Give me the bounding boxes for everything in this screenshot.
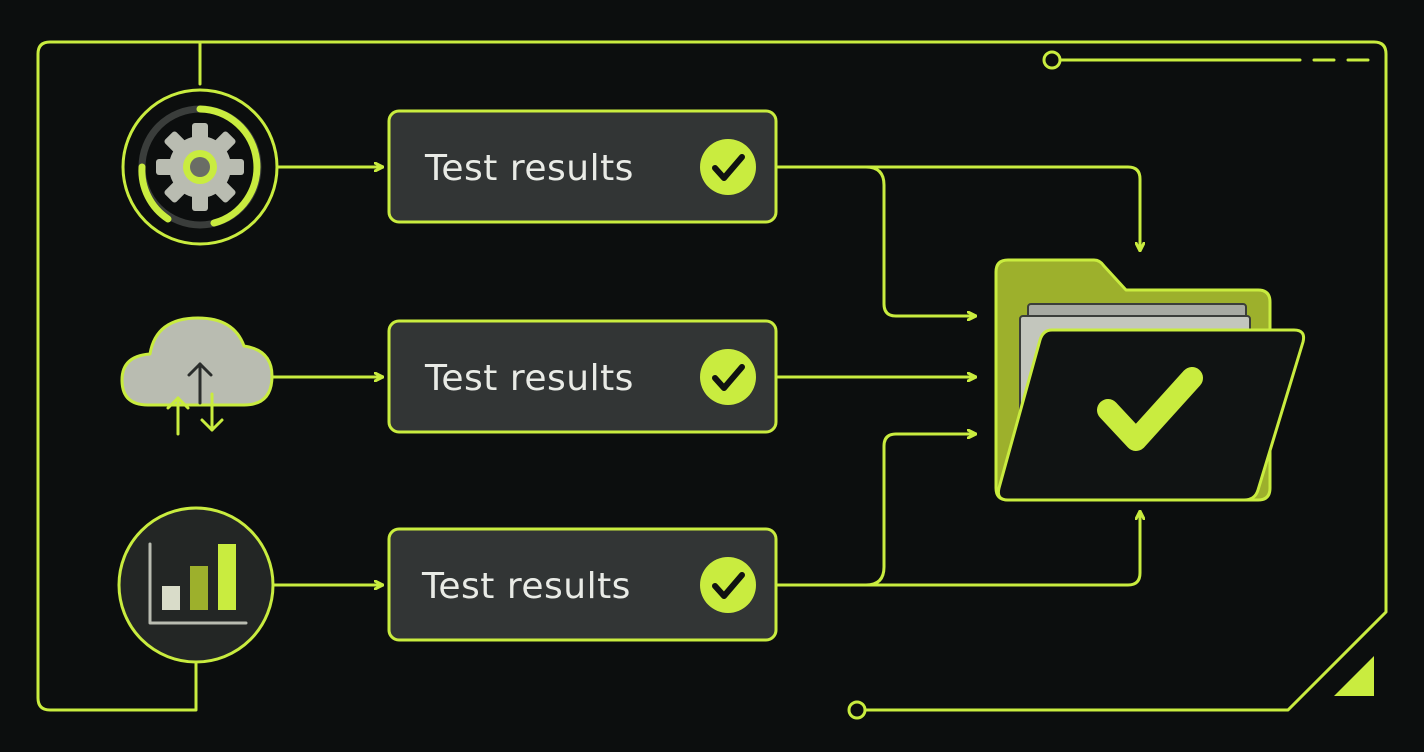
- connectors: [270, 165, 1140, 587]
- folder-check-icon: [994, 258, 1306, 502]
- cloud-shape: [120, 316, 274, 407]
- source-chart: [117, 506, 275, 664]
- corner-triangle: [1334, 656, 1374, 696]
- check-circle-icon: [700, 557, 756, 613]
- source-gear-progress-arc: [196, 105, 261, 227]
- frame-bottom-node: [847, 700, 867, 720]
- folder-checkmark: [1097, 367, 1203, 451]
- source-gear-progress-arc-2: [138, 163, 172, 223]
- arrow-result-1-to-folder-top: [776, 165, 1140, 250]
- bar-chart-icon: [148, 542, 248, 625]
- gear-icon: [156, 123, 244, 211]
- result-card-2-label: Test results: [424, 358, 634, 399]
- source-gear: [121, 88, 279, 246]
- frame-top-node: [1042, 50, 1062, 70]
- result-card-2[interactable]: Test results: [387, 319, 778, 434]
- check-circle-icon: [700, 139, 756, 195]
- result-card-1[interactable]: Test results: [387, 109, 778, 224]
- arrow-result-3-to-folder-bottom: [776, 512, 1140, 587]
- result-card-3[interactable]: Test results: [387, 527, 778, 642]
- frame-top-line: [198, 40, 1388, 712]
- frame-left-top-bracket: [36, 40, 202, 712]
- arrow-result-3-to-folder-side: [864, 434, 975, 587]
- check-circle-icon: [700, 349, 756, 405]
- arrow-result-1-to-folder-side: [864, 165, 975, 316]
- result-card-1-label: Test results: [424, 148, 634, 189]
- cloud-sync-icon: [120, 316, 274, 436]
- frame-lines: [36, 40, 1388, 720]
- source-cloud: [120, 316, 274, 436]
- result-card-3-label: Test results: [421, 566, 631, 607]
